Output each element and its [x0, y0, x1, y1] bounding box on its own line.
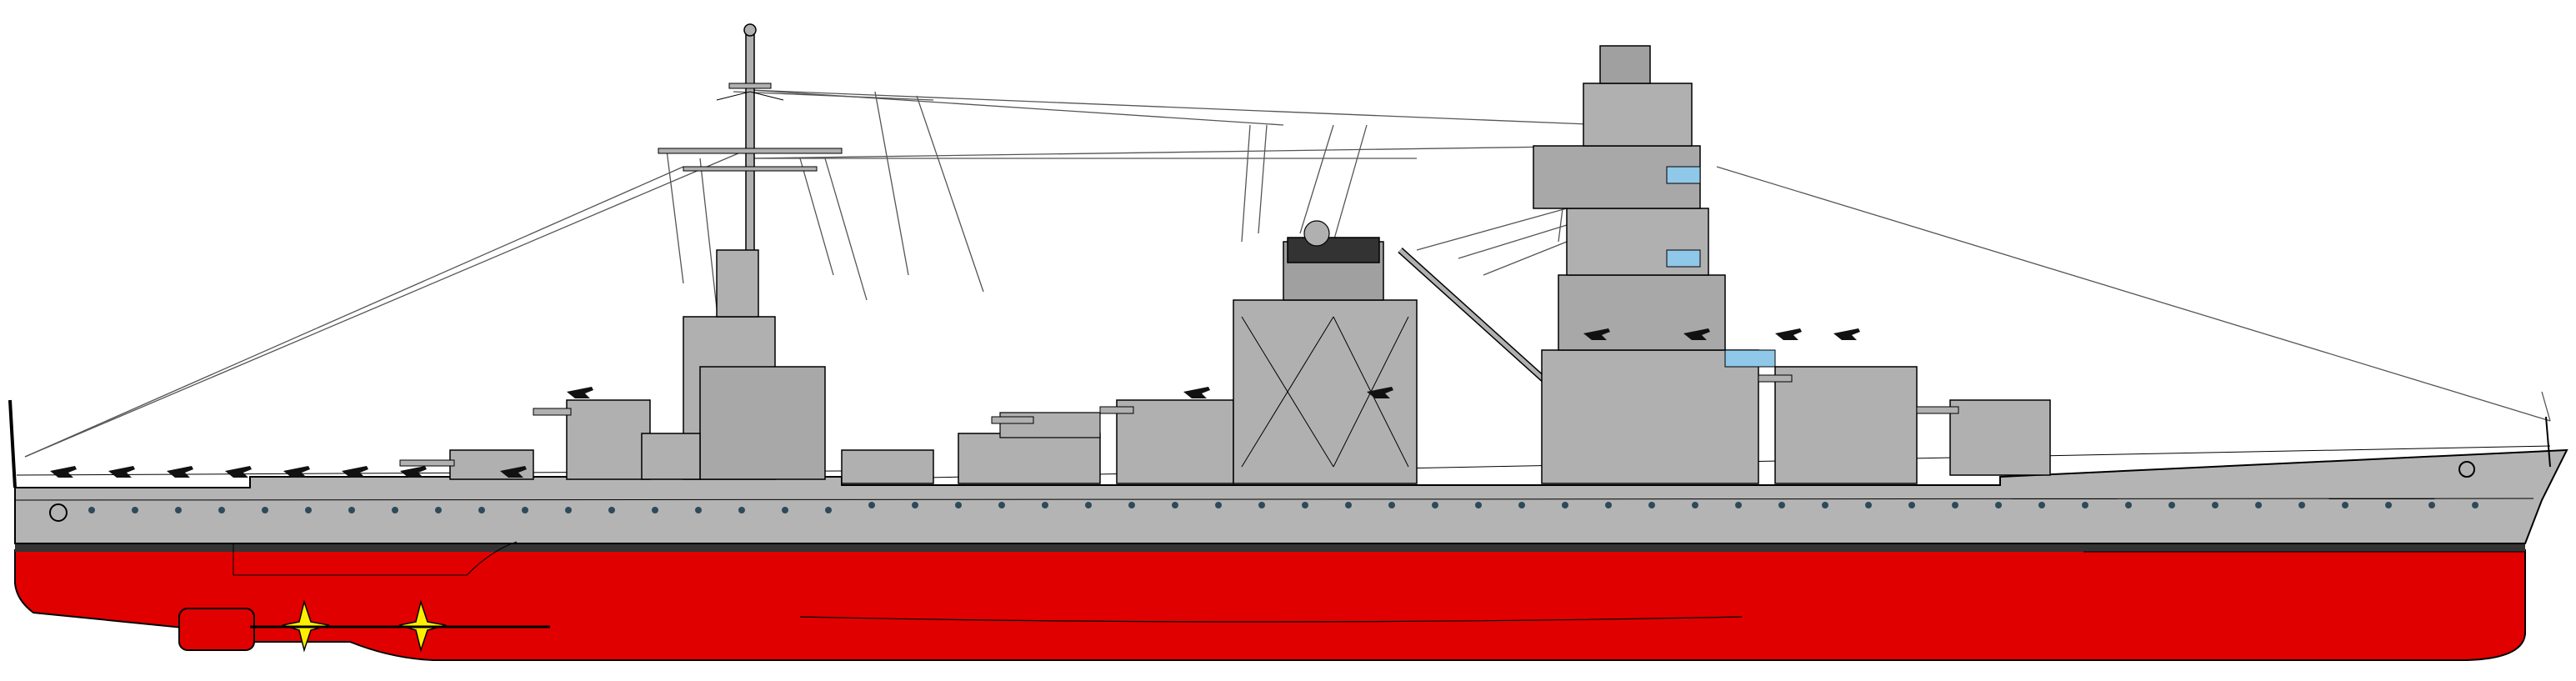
porthole — [132, 507, 138, 513]
porthole — [1605, 502, 1612, 508]
porthole — [998, 502, 1005, 508]
porthole — [608, 507, 615, 513]
porthole — [2038, 502, 2045, 508]
mid-turret-3 — [841, 449, 934, 484]
aa-gun — [1833, 328, 1860, 340]
aa-gun — [342, 466, 368, 478]
rigging-wires — [24, 89, 2551, 458]
forward-turret-1 — [399, 449, 534, 480]
mid-turret-5 — [1099, 399, 1234, 484]
porthole — [1865, 502, 1872, 508]
forward-turret-2 — [533, 399, 651, 480]
porthole — [1345, 502, 1352, 508]
porthole — [1518, 502, 1525, 508]
porthole — [1215, 502, 1222, 508]
porthole — [1908, 502, 1915, 508]
porthole — [1648, 502, 1655, 508]
aa-gun — [1183, 387, 1210, 398]
porthole — [1562, 502, 1568, 508]
porthole — [2342, 502, 2348, 508]
porthole — [565, 507, 572, 513]
porthole — [522, 507, 528, 513]
porthole — [1258, 502, 1265, 508]
aa-gun — [1775, 328, 1802, 340]
porthole — [2298, 502, 2305, 508]
porthole — [1172, 502, 1178, 508]
bow-anchor — [49, 503, 68, 522]
bow-jackstaff — [8, 399, 17, 488]
porthole — [2472, 502, 2478, 508]
porthole — [348, 507, 355, 513]
porthole — [1692, 502, 1698, 508]
forward-tower — [641, 249, 826, 480]
porthole — [218, 507, 225, 513]
porthole — [1995, 502, 2002, 508]
aa-gun — [1367, 387, 1393, 398]
porthole — [868, 502, 875, 508]
mid-turret-4 — [958, 412, 1101, 484]
porthole — [738, 507, 745, 513]
aft-turret-7 — [1916, 399, 2051, 476]
porthole — [782, 507, 788, 513]
aa-gun — [1583, 328, 1610, 340]
aa-gun — [50, 466, 77, 478]
porthole — [2385, 502, 2392, 508]
porthole — [175, 507, 182, 513]
pagoda-superstructure — [1533, 45, 1776, 484]
porthole — [1085, 502, 1092, 508]
porthole — [1388, 502, 1395, 508]
porthole — [955, 502, 962, 508]
porthole — [1952, 502, 1958, 508]
porthole — [1128, 502, 1135, 508]
porthole-row — [88, 502, 2478, 513]
porthole — [1778, 502, 1785, 508]
porthole — [2255, 502, 2262, 508]
porthole — [1302, 502, 1308, 508]
aa-gun — [400, 466, 427, 478]
anti-aircraft-gun-row — [50, 328, 1860, 478]
porthole — [912, 502, 918, 508]
porthole — [88, 507, 95, 513]
porthole — [305, 507, 312, 513]
stern-anchor — [2458, 461, 2475, 478]
aa-gun — [108, 466, 135, 478]
porthole — [1822, 502, 1828, 508]
porthole — [652, 507, 658, 513]
porthole — [2125, 502, 2132, 508]
porthole — [1475, 502, 1482, 508]
aft-turret-6 — [1758, 366, 1918, 484]
porthole — [392, 507, 398, 513]
aa-gun — [283, 466, 310, 478]
porthole — [1735, 502, 1742, 508]
hull-upper-grey — [14, 448, 2568, 544]
porthole — [2212, 502, 2218, 508]
rudder — [178, 608, 255, 651]
aa-gun — [1683, 328, 1710, 340]
porthole — [1042, 502, 1048, 508]
porthole — [2168, 502, 2175, 508]
aa-gun — [167, 466, 193, 478]
porthole — [1432, 502, 1438, 508]
hull-lower-red — [14, 549, 2526, 661]
porthole — [825, 507, 832, 513]
porthole — [435, 507, 442, 513]
aa-gun — [567, 387, 593, 398]
porthole — [2428, 502, 2435, 508]
porthole — [2082, 502, 2088, 508]
porthole — [695, 507, 702, 513]
aa-gun — [500, 466, 527, 478]
boot-topping — [15, 543, 2525, 552]
stern-flagstaff — [2545, 416, 2551, 468]
porthole — [478, 507, 485, 513]
porthole — [262, 507, 268, 513]
aa-gun — [225, 466, 252, 478]
